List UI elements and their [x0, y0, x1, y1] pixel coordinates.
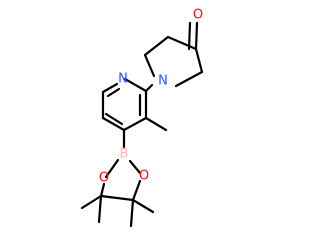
bond [131, 198, 155, 214]
bond [106, 87, 121, 98]
structure-diagram: O N N B O O [80, 8, 204, 228]
bond [104, 112, 124, 126]
bond [143, 35, 170, 57]
pyridine-nitrogen-label: N [118, 72, 128, 87]
bond [129, 198, 135, 228]
bond [97, 194, 103, 224]
bond [194, 47, 204, 74]
bond [99, 182, 106, 198]
bond [144, 116, 168, 132]
bond [194, 21, 199, 51]
bond [101, 82, 119, 94]
ketone-oxygen-label: O [193, 8, 203, 23]
bond [101, 116, 126, 132]
bond [187, 21, 192, 51]
bond [128, 159, 142, 175]
bond [143, 53, 156, 78]
bond [123, 77, 148, 93]
bond [99, 194, 135, 202]
bond [80, 194, 103, 210]
atom-labels: O N N B O O [99, 8, 203, 186]
boronate-oxygen-label: O [139, 169, 149, 184]
piperidine-nitrogen-label: N [158, 74, 168, 89]
bond [166, 35, 198, 51]
bond [122, 116, 148, 132]
bond [174, 70, 204, 88]
bond [104, 158, 120, 179]
boronate-oxygen-label: O [99, 171, 109, 186]
bond [144, 83, 154, 93]
bond [131, 179, 142, 202]
boron-label: B [120, 147, 129, 162]
bond-lines [80, 21, 204, 228]
molecule-drawing: O N N B O O [80, 8, 204, 228]
